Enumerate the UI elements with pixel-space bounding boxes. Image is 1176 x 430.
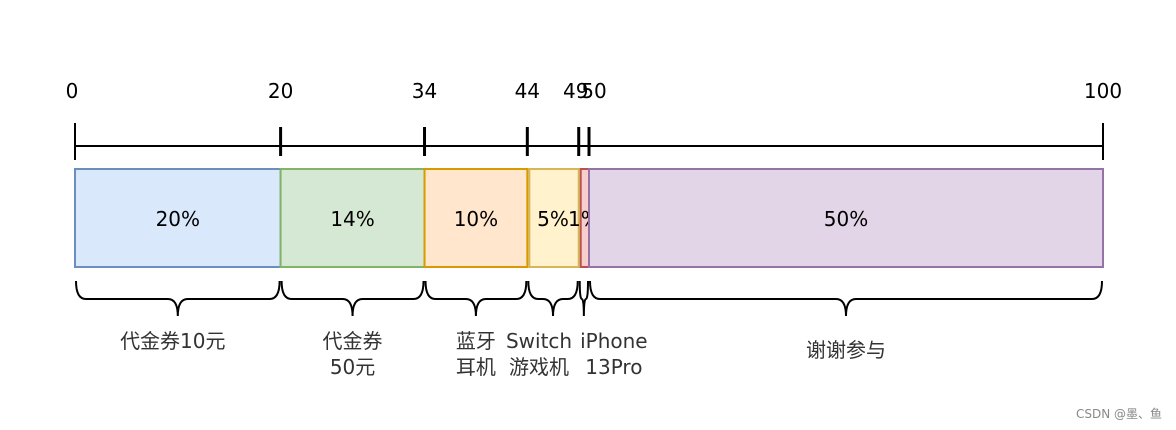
segment-caption: 代金券 [323, 329, 383, 353]
segment-caption: 50元 [330, 355, 375, 379]
curly-brace [75, 280, 281, 317]
segment-percent-label: 50% [824, 207, 868, 231]
curly-brace [578, 280, 589, 317]
segment-percent-label: 20% [156, 207, 200, 231]
segment-caption: Switch [506, 329, 572, 353]
segment-rect [74, 168, 282, 268]
segment-caption: 蓝牙 [456, 329, 496, 353]
tick-label: 49 [563, 79, 588, 103]
tick-label: 34 [412, 79, 437, 103]
segment-bar: 20%14%10%5%1%50% [74, 168, 1104, 268]
tick-label: 0 [66, 79, 79, 103]
curly-brace [527, 280, 579, 317]
segment-caption: 谢谢参与 [806, 338, 886, 362]
segment-caption: 耳机 [456, 355, 496, 379]
tick-label: 20 [268, 79, 293, 103]
segment-percent-label: 5% [537, 207, 569, 231]
watermark: CSDN @墨、鱼 [1075, 407, 1162, 421]
segment-caption: 13Pro [585, 355, 642, 379]
segment-rect [588, 168, 1104, 268]
tick-label: 44 [515, 79, 540, 103]
segment-percent-label: 10% [454, 207, 498, 231]
segment-percent-label: 14% [330, 207, 374, 231]
curly-brace [424, 280, 528, 317]
segment-caption: 游戏机 [509, 355, 569, 379]
segment-rect [423, 168, 529, 268]
tick-label: 50 [581, 79, 606, 103]
segment-rect [279, 168, 426, 268]
segment-caption: iPhone [580, 329, 648, 353]
tick-label: 100 [1084, 79, 1122, 103]
segment-rect [528, 168, 580, 268]
segment-caption: 代金券10元 [120, 329, 225, 353]
curly-brace [280, 280, 425, 317]
curly-brace [589, 280, 1103, 317]
